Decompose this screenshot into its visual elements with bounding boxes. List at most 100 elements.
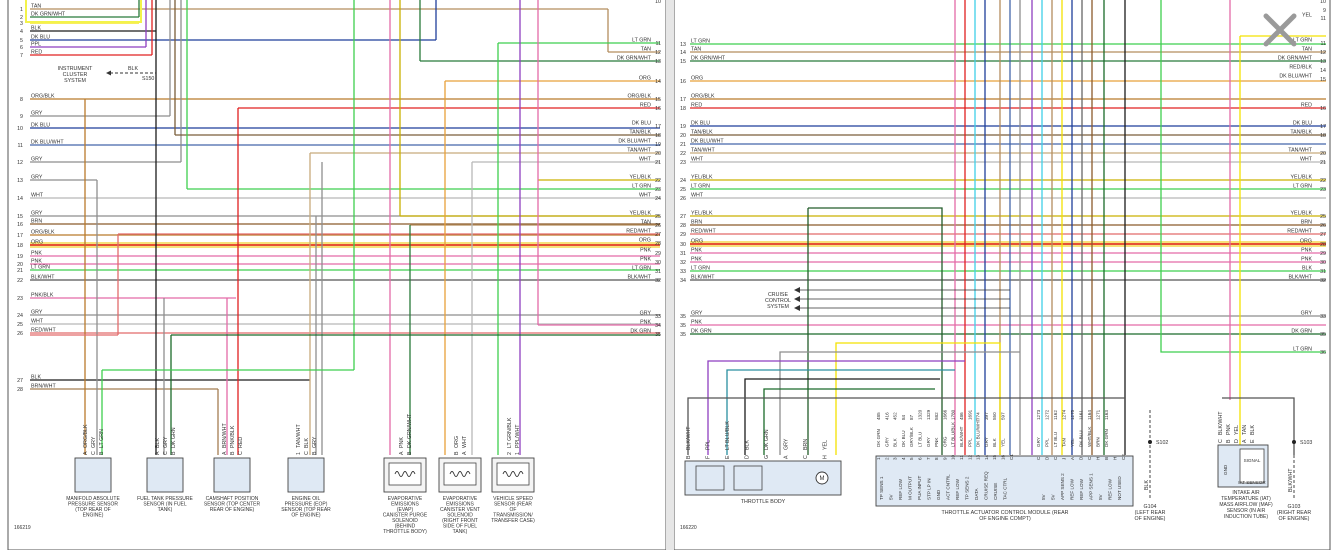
diagram-id: 166219 (14, 525, 31, 531)
arrow-icon (794, 296, 800, 302)
circuit-number: 486 (959, 412, 964, 420)
wire-label: GRY (691, 311, 703, 317)
wire-label: BRN (31, 219, 42, 225)
pin-number: 11 (1321, 41, 1327, 47)
pin-letter: 1 (515, 452, 521, 455)
wire-label: BLK (1250, 425, 1256, 435)
sensor-name: OF ENGINE) (291, 513, 321, 519)
wire-label: LT GRN (1293, 184, 1312, 190)
circuit-number: 416 (884, 412, 889, 420)
wire-label: BLK/WHT (1218, 411, 1224, 435)
wire-label: ORG (942, 436, 947, 447)
r-feed-1 (808, 207, 943, 455)
tac-module-name: THROTTLE ACTUATOR CONTROL MODULE (REAR (941, 510, 1068, 516)
wire-label: DK BLU/WHT (31, 140, 64, 146)
circuit-number: 582 (934, 412, 939, 420)
wire-label: WHT (462, 435, 468, 448)
component-layer (25, 0, 1296, 507)
wire-label: BLK (992, 437, 997, 447)
function-label: 5V (889, 493, 894, 500)
wire-label: PPL/WHT (515, 424, 521, 448)
pin-number: 35 (655, 332, 661, 338)
arrow-icon (794, 305, 800, 311)
r-feed-9 (687, 397, 1125, 455)
pin-number: 14 (1320, 68, 1326, 74)
wire-label: BLK/WHT (691, 275, 715, 281)
function-label: TP SENS 2 (965, 476, 970, 500)
wire-label: WHT (31, 319, 44, 325)
pin-number: 25 (17, 322, 23, 328)
wire-label: DK GRN (876, 429, 881, 447)
wire-label: DK GRN/WHT (407, 413, 413, 448)
wire-label: LT BLU (918, 432, 923, 447)
wire-label: DK GRN/WHT (617, 56, 652, 62)
pin-number: 28 (17, 387, 23, 393)
iat-sensor-name: INTAKE AIR (1232, 490, 1260, 496)
pin-letter: 14 (984, 454, 989, 460)
circuit-number: 1273 (1036, 409, 1041, 420)
pin-number: 27 (655, 232, 661, 238)
pin-number: 9 (1323, 8, 1326, 14)
pin-number: 17 (680, 97, 686, 103)
pin-letter: 1 (876, 457, 881, 460)
wire-label: LT GRN (691, 184, 710, 190)
wire-label: DK BLU (1079, 430, 1084, 447)
sensor-name: (BEHIND (395, 524, 416, 530)
pin-letter: A (784, 455, 790, 459)
pin-number: 7 (20, 53, 23, 59)
sensor-name: SIDE OF FUEL (443, 524, 477, 530)
wire-label: DK BLU/WHT (976, 418, 981, 447)
wire-label: PNK (640, 320, 651, 326)
function-label: APP SENS 1 (1089, 473, 1094, 500)
circuit-number: 1161 (1079, 410, 1084, 420)
pin-letter: 8 (934, 457, 939, 460)
pin-number: 5 (20, 38, 23, 44)
sensor-name: TRANSFER CASE) (491, 518, 535, 524)
pin-number: 32 (655, 278, 661, 284)
circuit-number: 1666 (942, 409, 947, 420)
wire-label: RED/WHT (626, 229, 651, 235)
wire-label: BLK (31, 26, 41, 32)
pin-number: 33 (1320, 314, 1326, 320)
wire-label: PNK (934, 437, 939, 447)
throttle-body-name: THROTTLE BODY (741, 499, 786, 505)
function-label: REF LOW (1079, 478, 1084, 500)
solenoid-icon (496, 462, 530, 486)
wire-label: BLK (304, 438, 310, 448)
wire-label: LT GRN (99, 429, 105, 448)
function-label: 5V (1098, 493, 1103, 500)
pin-number: 35 (680, 332, 686, 338)
pin-number: 33 (680, 269, 686, 275)
wire-label: DK BLU/WHT (691, 139, 724, 145)
close-button[interactable] (1257, 7, 1303, 53)
sensor-body (74, 457, 112, 493)
wire-label: RED (31, 50, 42, 56)
pin-number: 26 (1320, 223, 1326, 229)
wire-label: BLK/WHT (31, 275, 55, 281)
pin-letter: A (83, 451, 89, 455)
function-label: M OUTPUT (908, 476, 913, 500)
pin-number: 15 (680, 59, 686, 65)
pin-number: 13 (17, 178, 23, 184)
pin-number: 26 (17, 331, 23, 337)
wire-label: BRN (691, 220, 702, 226)
pin-letter: B (171, 451, 177, 455)
pin-number: 18 (1320, 133, 1326, 139)
motor-icon (815, 471, 829, 485)
wire-label: TAN (641, 47, 651, 53)
pin-letter: E (1250, 439, 1256, 443)
r-feed-8 (763, 388, 935, 455)
pin-letter: C (1218, 439, 1224, 443)
solenoid-icon (388, 462, 422, 486)
wire-label: ORG/BLK (691, 94, 715, 100)
wire-label: PNK (1301, 0, 1312, 2)
wire-label: GRY (31, 111, 43, 117)
pin-number: 11 (1321, 16, 1327, 22)
pin-letter: 2 (884, 457, 889, 460)
function-label: ACT CNTRL (946, 474, 951, 500)
pin-number: 12 (1320, 50, 1326, 56)
wire-label: DK BLU/WHT (1279, 74, 1312, 80)
pin-number: 28 (655, 241, 661, 247)
wire-label: TAN/BLK (1290, 130, 1312, 136)
